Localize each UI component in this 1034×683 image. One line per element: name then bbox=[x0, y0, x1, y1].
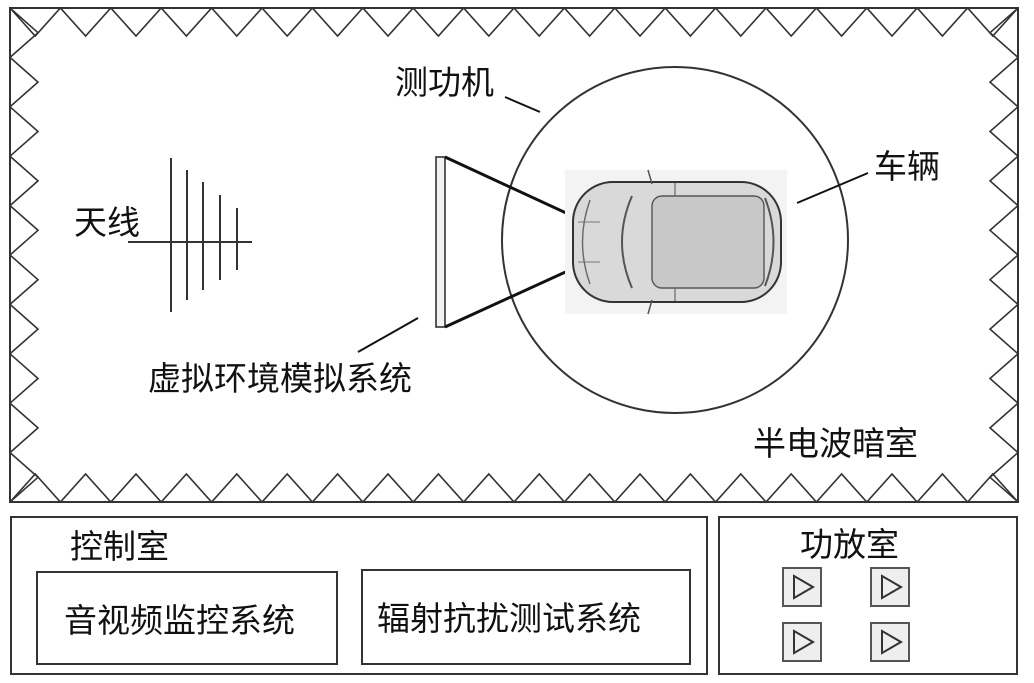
virtual-environment-label: 虚拟环境模拟系统 bbox=[148, 359, 412, 398]
leader-virtual-env bbox=[357, 317, 419, 353]
amplifier-icon bbox=[870, 622, 910, 662]
emi-test-system: 辐射抗扰测试系统 bbox=[361, 569, 691, 665]
amplifier-room-title: 功放室 bbox=[800, 525, 899, 564]
emi-test-label: 辐射抗扰测试系统 bbox=[377, 599, 641, 638]
vehicle-label: 车辆 bbox=[874, 147, 940, 186]
av-monitor-system: 音视频监控系统 bbox=[36, 571, 338, 665]
absorber-right bbox=[988, 7, 1020, 503]
leader-vehicle bbox=[796, 172, 869, 204]
amplifier-room: 功放室 bbox=[718, 516, 1018, 675]
amplifier-icon bbox=[870, 567, 910, 607]
control-room-title: 控制室 bbox=[70, 527, 169, 566]
antenna-icon bbox=[128, 158, 252, 312]
amplifier-icon bbox=[782, 622, 822, 662]
absorber-left bbox=[8, 7, 40, 503]
absorber-bottom bbox=[9, 472, 1019, 504]
antenna-label: 天线 bbox=[74, 203, 140, 242]
av-monitor-label: 音视频监控系统 bbox=[64, 601, 295, 640]
vehicle-icon bbox=[565, 169, 787, 315]
control-room: 控制室 音视频监控系统 辐射抗扰测试系统 bbox=[10, 516, 708, 675]
dynamometer-label: 测功机 bbox=[395, 63, 494, 102]
leader-dynamometer bbox=[504, 96, 541, 113]
amplifier-icon bbox=[782, 567, 822, 607]
chamber-label: 半电波暗室 bbox=[753, 424, 918, 463]
absorber-top bbox=[9, 6, 1019, 38]
